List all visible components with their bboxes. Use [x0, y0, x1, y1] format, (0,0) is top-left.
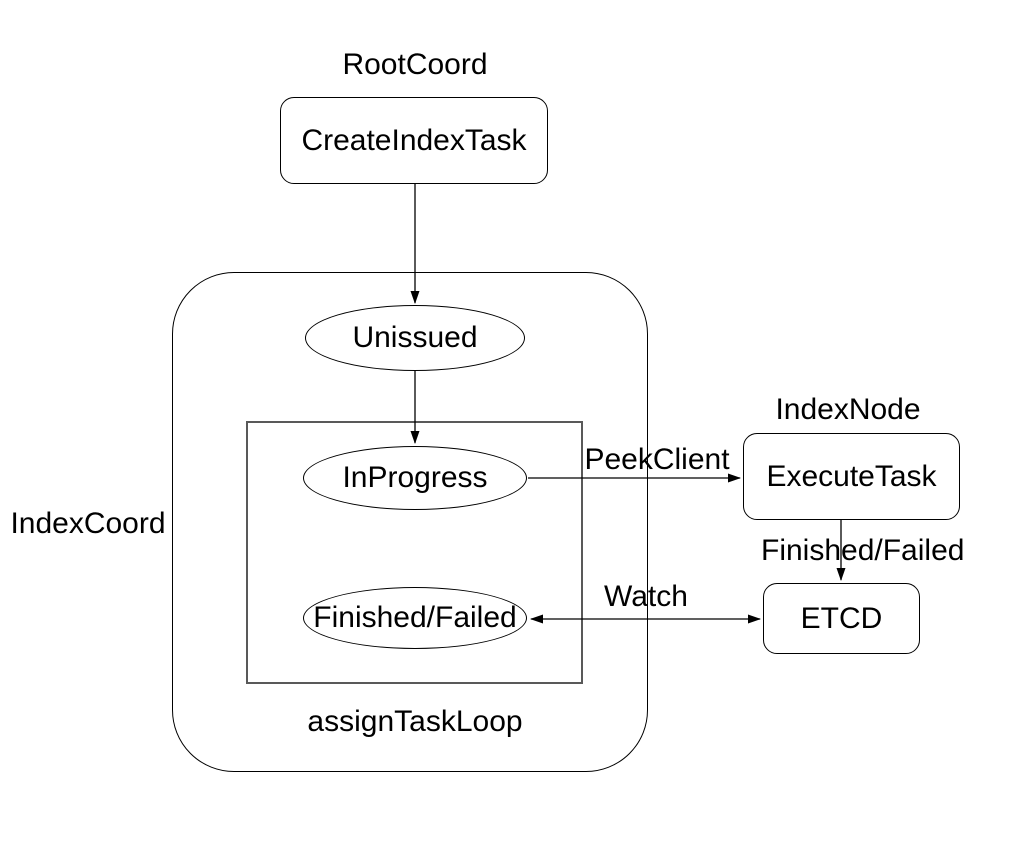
- edge-label-finished-failed: Finished/Failed: [761, 533, 965, 569]
- label-index-node-text: IndexNode: [775, 393, 921, 426]
- node-create-index-task-label: CreateIndexTask: [301, 123, 527, 157]
- node-unissued-label: Unissued: [352, 321, 478, 354]
- node-unissued: Unissued: [305, 305, 525, 371]
- node-etcd: ETCD: [763, 583, 920, 654]
- node-in-progress-label: InProgress: [342, 461, 488, 494]
- node-create-index-task: CreateIndexTask: [280, 97, 548, 184]
- edge-label-watch-text: Watch: [604, 580, 688, 613]
- label-root-coord-text: RootCoord: [342, 48, 488, 81]
- label-index-coord-text: IndexCoord: [10, 507, 166, 540]
- label-index-coord: IndexCoord: [0, 506, 176, 542]
- node-execute-task: ExecuteTask: [743, 433, 960, 520]
- label-index-node: IndexNode: [748, 392, 948, 428]
- edge-label-peek-client-text: PeekClient: [584, 443, 730, 476]
- node-etcd-label: ETCD: [800, 601, 883, 635]
- node-execute-task-label: ExecuteTask: [766, 459, 937, 493]
- node-finished-failed-label: Finished/Failed: [313, 601, 517, 634]
- edge-label-peek-client: PeekClient: [557, 442, 757, 478]
- label-assign-task-loop: assignTaskLoop: [265, 704, 565, 740]
- label-assign-task-loop-text: assignTaskLoop: [307, 705, 523, 738]
- node-finished-failed: Finished/Failed: [303, 587, 527, 649]
- node-in-progress: InProgress: [303, 446, 527, 510]
- edge-label-finished-failed-text: Finished/Failed: [761, 534, 965, 567]
- label-root-coord: RootCoord: [265, 47, 565, 83]
- edge-label-watch: Watch: [546, 579, 746, 615]
